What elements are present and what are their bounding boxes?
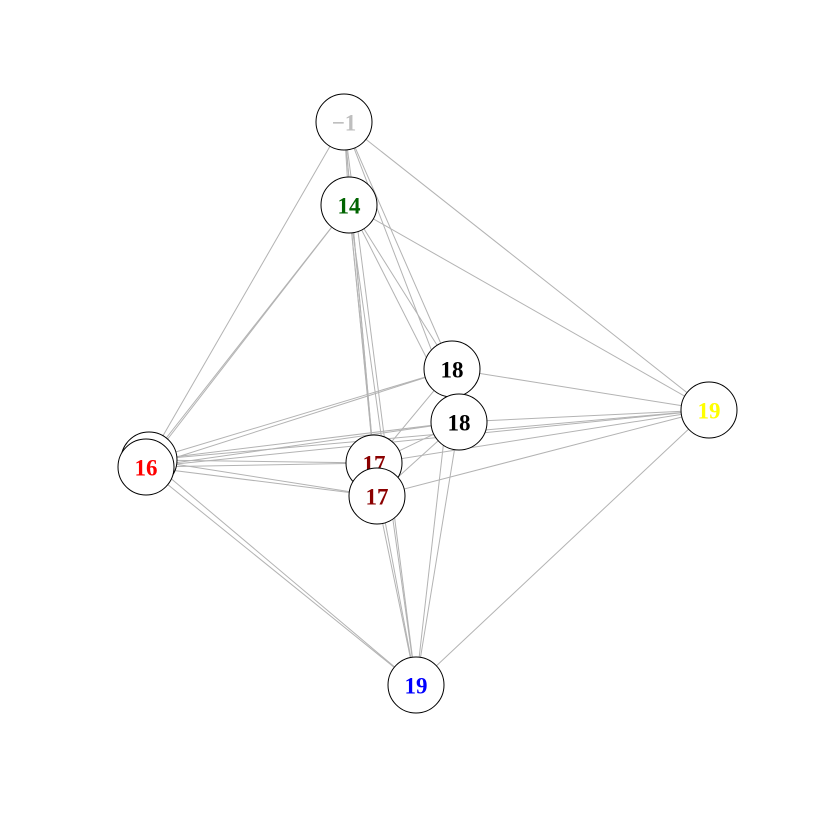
- edge-n_m1-n_16a: [148, 121, 345, 461]
- edge-n_m1-n_19y: [343, 121, 710, 411]
- node-label: 19: [698, 399, 721, 424]
- node-label: 16: [135, 456, 158, 481]
- node-label: 17: [366, 485, 389, 510]
- edge-n_14-n_19y: [348, 204, 710, 411]
- edge-n_18a-n_16b: [145, 368, 453, 468]
- graph-node: −1: [315, 93, 373, 151]
- node-label: 18: [448, 411, 471, 436]
- edge-n_19y-n_16a: [148, 409, 710, 461]
- edge-n_19y-n_16b: [145, 409, 710, 468]
- edge-layer: [145, 121, 710, 686]
- edge-n_18b-n_16b: [145, 421, 460, 468]
- node-label: 14: [338, 194, 362, 219]
- edge-n_16a-n_17a: [148, 459, 375, 464]
- edge-n_18a-n_16a: [148, 368, 453, 461]
- graph-node: 17: [348, 467, 406, 525]
- edge-n_16a-n_19b: [148, 459, 417, 686]
- edge-n_18b-n_19y: [458, 409, 710, 423]
- graph-node: 14: [320, 176, 378, 234]
- edge-n_14-n_16b: [145, 204, 350, 468]
- graph-node: 16: [117, 438, 175, 496]
- graph-node: 18: [423, 340, 481, 398]
- node-circle: [430, 393, 488, 451]
- graph-node: 19: [680, 381, 738, 439]
- edge-n_18a-n_19y: [451, 368, 710, 411]
- edge-n_19y-n_17a: [373, 409, 710, 464]
- node-label: 19: [405, 674, 428, 699]
- graph-node: 18: [430, 393, 488, 451]
- node-circle: [320, 176, 378, 234]
- node-layer: −1141818191616171719: [117, 93, 738, 714]
- edge-n_m1-n_18a: [343, 121, 453, 370]
- edge-n_17b-n_19b: [376, 495, 417, 686]
- node-circle: [680, 381, 738, 439]
- edge-n_16b-n_17a: [145, 462, 375, 468]
- node-circle: [387, 656, 445, 714]
- node-circle: [348, 467, 406, 525]
- node-circle: [315, 93, 373, 151]
- graph-node: 19: [387, 656, 445, 714]
- edge-n_16b-n_17b: [145, 466, 378, 497]
- node-circle: [117, 438, 175, 496]
- edge-n_19y-n_17b: [376, 409, 710, 497]
- node-label: −1: [332, 111, 357, 136]
- edge-n_14-n_18a: [348, 204, 453, 370]
- node-label: 18: [441, 358, 464, 383]
- edge-n_18b-n_16a: [148, 421, 460, 461]
- edge-n_16b-n_19b: [145, 466, 417, 686]
- edge-n_18b-n_19b: [415, 421, 460, 686]
- edge-n_19y-n_19b: [415, 409, 710, 686]
